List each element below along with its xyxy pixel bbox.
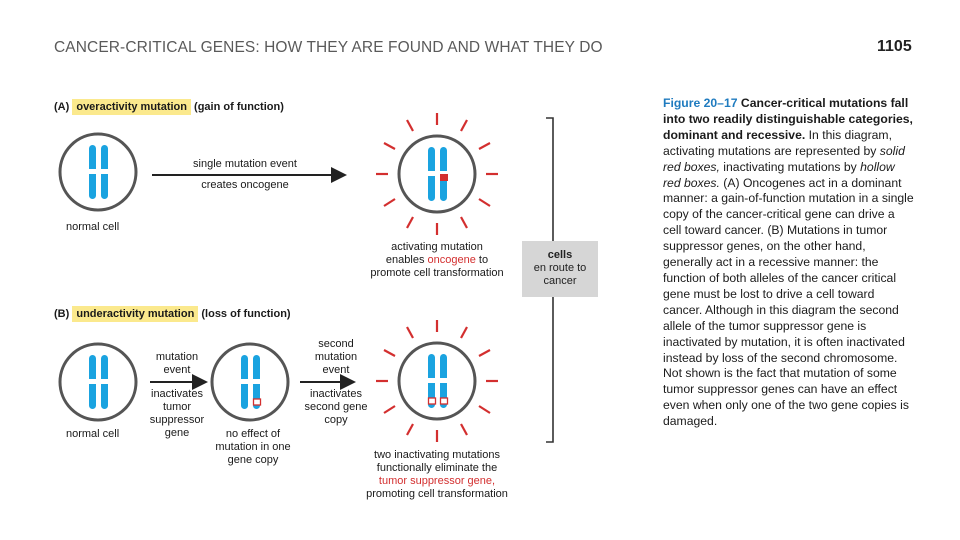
result-b-line1: two inactivating mutations [374,449,500,461]
result-a-label: activating mutation enables oncogene to … [352,241,522,280]
result-b-line4: promoting cell transformation [366,488,508,500]
result-a-line1: activating mutation [391,241,483,253]
caption-text-3: (A) Oncogenes act in a dominant manner: … [663,175,914,429]
activating-mutation-box [440,174,448,181]
panel-b-letter: (B) [54,308,70,320]
panel-a-heading: (A) overactivity mutation (gain of funct… [54,99,284,115]
result-a-line2: enables oncogene to [385,254,489,266]
normal-cell-label-a: normal cell [66,221,120,233]
caption-italic-1: solid red boxes, [663,143,905,174]
panel-b-heading: (B) underactivity mutation (loss of func… [54,306,291,322]
inactivating-mutation-box [252,398,262,406]
caption-text-1: In this diagram, activating mutations ar… [663,127,892,158]
arrow-a-bottom-label: creates oncogene [201,179,289,191]
cells-box-line1: cells [547,249,573,261]
panel-b-highlight: underactivity mutation [72,306,199,322]
page-number: 1105 [877,38,912,55]
cells-box-line2: en route to [533,262,587,274]
figure-caption: Figure 20–17 Cancer-critical mutations f… [663,96,915,430]
panel-a-letter: (A) [54,101,70,113]
result-b-label: two inactivating mutations functionally … [347,449,527,501]
transformed-cell-b [376,320,498,442]
caption-italic-2: hollow red boxes. [663,159,895,190]
middle-cell-b [210,342,290,422]
normal-cell-b [58,342,138,422]
page-title: CANCER-CRITICAL GENES: HOW THEY ARE FOUN… [54,39,603,56]
cells-en-route-box: cells en route to cancer [522,241,598,297]
figure-title: Cancer-critical mutations fall into two … [663,96,913,142]
caption-text-2: inactivating mutations by [719,159,861,174]
panel-b-suffix: (loss of function) [201,308,291,320]
panel-a-highlight: overactivity mutation [72,99,191,115]
arrow-a-top-label: single mutation event [193,158,297,170]
result-b-line2: functionally eliminate the [376,462,498,474]
result-a-line3: promote cell transformation [370,267,504,279]
normal-cell-label-b: normal cell [66,428,120,440]
cells-box-line3: cancer [543,275,577,287]
normal-cell-a [58,132,138,212]
figure-label: Figure 20–17 [663,96,738,110]
panel-a-suffix: (gain of function) [194,101,284,113]
transformed-cell-a [376,113,498,235]
result-b-line3: tumor suppressor gene, [378,475,496,487]
